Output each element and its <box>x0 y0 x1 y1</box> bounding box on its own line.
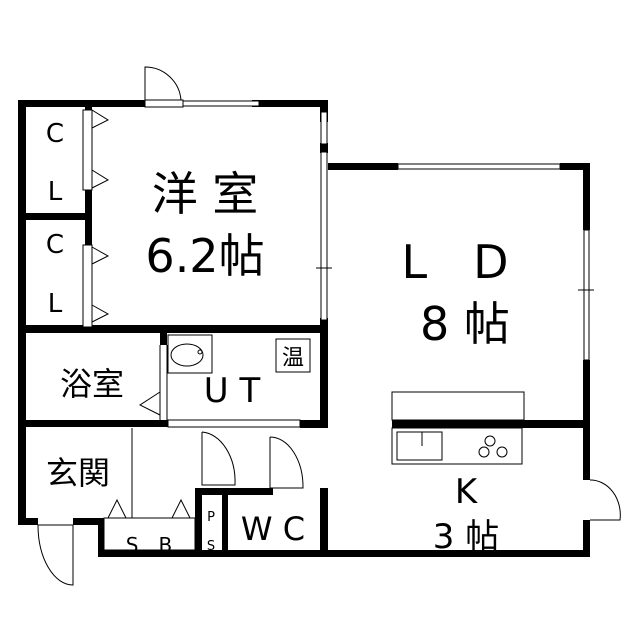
utility-name: U T <box>204 371 261 411</box>
closet1-c: C <box>46 119 64 149</box>
pipe-space-s: S <box>207 539 215 554</box>
pipe-space-p: P <box>207 510 215 525</box>
room-labels: 洋 室 6.2帖 L D 8 帖 K 3 帖 C L C L 浴室 U T 温 … <box>46 119 510 557</box>
toilet-name: W C <box>241 510 305 548</box>
closet2-l: L <box>48 289 63 319</box>
kitchen-name: K <box>455 472 479 512</box>
ld-name: L D <box>401 235 508 289</box>
windows <box>167 100 594 428</box>
closet1-l: L <box>48 177 63 207</box>
entrance-name: 玄関 <box>46 454 110 492</box>
kitchen-size: 3 帖 <box>433 517 499 557</box>
ld-size: 8 帖 <box>420 297 510 351</box>
closet2-c: C <box>46 230 64 260</box>
bathroom-name: 浴室 <box>60 365 124 403</box>
walls <box>18 100 590 557</box>
closet-doors <box>82 109 196 551</box>
western-room-name: 洋 室 <box>152 167 259 221</box>
water-heater-label: 温 <box>282 346 304 371</box>
doors <box>37 66 621 586</box>
fixtures <box>167 334 525 465</box>
western-room-size: 6.2帖 <box>145 229 264 283</box>
shoe-box-label: S B <box>126 533 172 557</box>
